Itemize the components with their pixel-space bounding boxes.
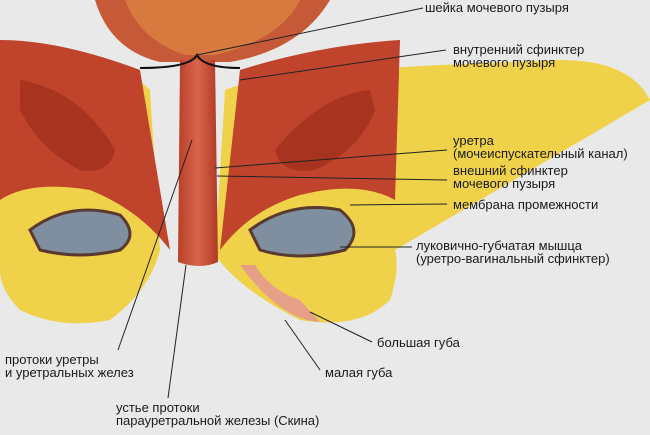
label-line: луковично-губчатая мышца bbox=[416, 238, 583, 253]
label-line: внутренний сфинктер bbox=[453, 42, 585, 57]
urethra bbox=[178, 60, 218, 266]
label-perineal-membrane: мембрана промежности bbox=[453, 197, 599, 212]
label-line: устье протоки bbox=[116, 400, 200, 415]
label-line: парауретральной железы (Скина) bbox=[116, 413, 320, 428]
label-bulbospongiosus: луковично-губчатая мышца(уретро-вагиналь… bbox=[416, 239, 610, 265]
label-line: уретра bbox=[453, 133, 494, 148]
label-bladder-neck: шейка мочевого пузыря bbox=[425, 0, 569, 15]
label-line: и уретральных желез bbox=[5, 365, 134, 380]
leader-lines bbox=[117, 7, 448, 399]
label-line: внешний сфинктер bbox=[453, 163, 568, 178]
label-line: мочевого пузыря bbox=[453, 55, 556, 70]
label-line: мочевого пузыря bbox=[453, 176, 556, 191]
label-labia-minora: малая губа bbox=[325, 365, 393, 380]
label-line: (уретро-вагинальный сфинктер) bbox=[416, 251, 610, 266]
label-labia-majora: большая губа bbox=[377, 335, 460, 350]
label-line: (мочеиспускательный канал) bbox=[453, 146, 628, 161]
label-line: протоки уретры bbox=[5, 352, 99, 367]
label-urethra: уретра(мочеиспускательный канал) bbox=[453, 134, 628, 160]
